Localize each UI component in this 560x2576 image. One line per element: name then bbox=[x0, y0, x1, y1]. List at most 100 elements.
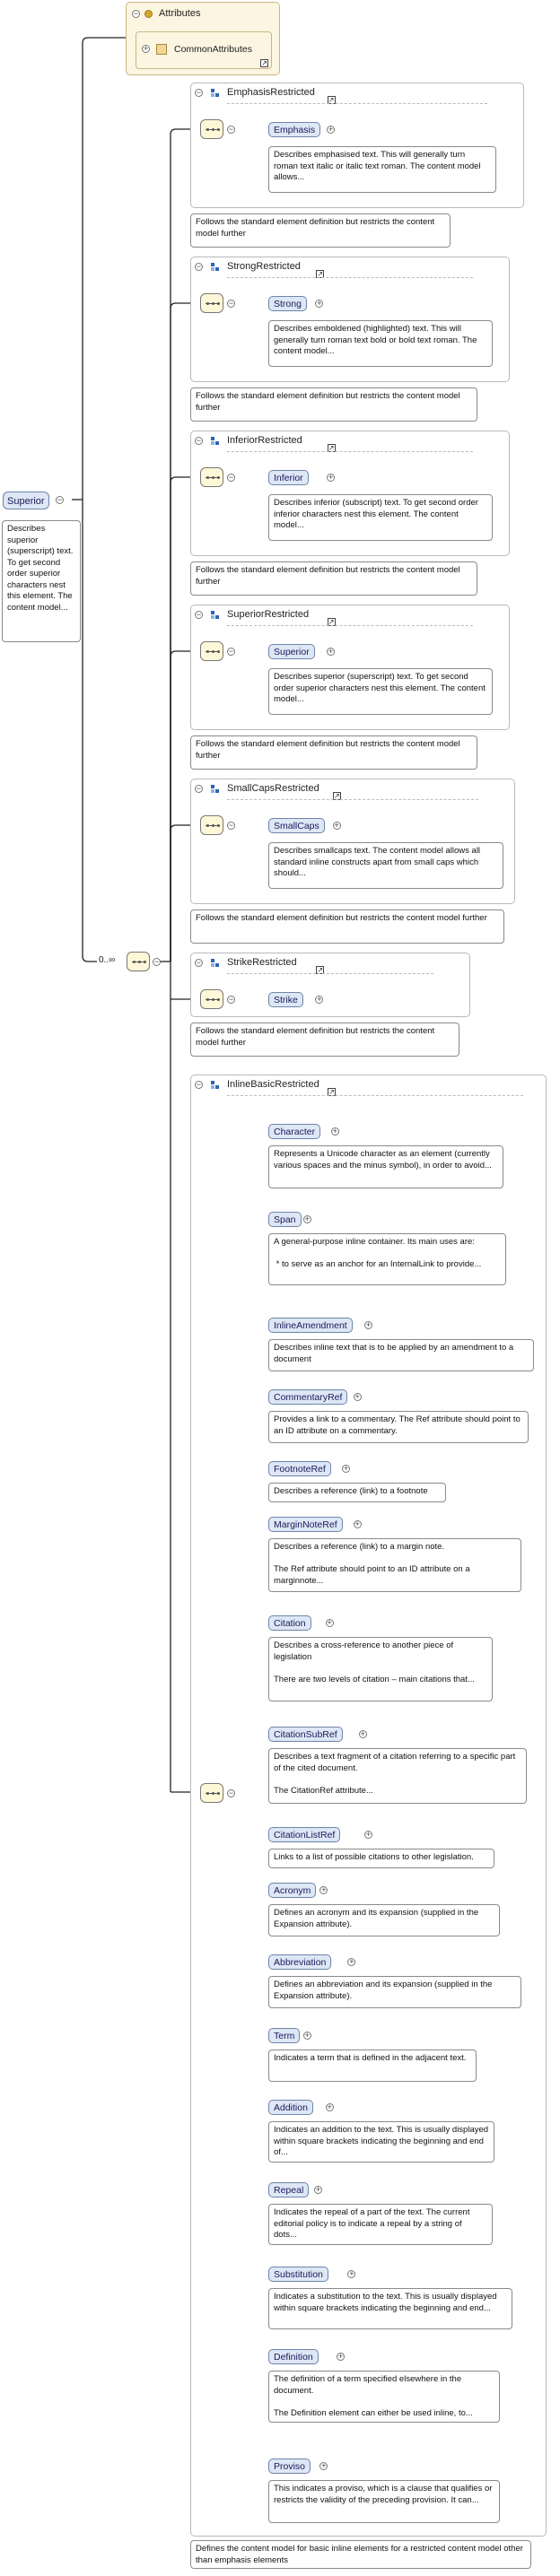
element-commentaryref[interactable]: CommentaryRef bbox=[268, 1389, 348, 1405]
expand-toggle[interactable]: + bbox=[142, 44, 150, 53]
sequence-collapse-toggle[interactable]: − bbox=[227, 647, 235, 656]
choice-connector bbox=[82, 500, 97, 962]
element-expand-toggle[interactable]: + bbox=[364, 1320, 372, 1329]
group-collapse-toggle[interactable]: − bbox=[195, 262, 203, 271]
element-expand-toggle[interactable]: + bbox=[327, 473, 336, 482]
group-collapse-toggle[interactable]: − bbox=[195, 1080, 203, 1089]
collapse-toggle[interactable]: − bbox=[132, 9, 140, 18]
element-citationlistref[interactable]: CitationListRef bbox=[268, 1827, 341, 1842]
group-name: StrikeRestricted bbox=[227, 957, 297, 968]
element-doc: Describes inferior (subscript) text. To … bbox=[268, 494, 493, 541]
element-repeal[interactable]: Repeal bbox=[268, 2182, 310, 2197]
element-doc: The definition of a term specified elsew… bbox=[268, 2371, 500, 2423]
sequence-icon bbox=[200, 467, 223, 487]
sequence-collapse-toggle[interactable]: − bbox=[227, 125, 235, 134]
element-expand-toggle[interactable]: + bbox=[353, 1519, 362, 1528]
element-expand-toggle[interactable]: + bbox=[364, 1830, 372, 1839]
element-expand-toggle[interactable]: + bbox=[315, 995, 324, 1004]
element-expand-toggle[interactable]: + bbox=[337, 2352, 345, 2361]
element-term[interactable]: Term bbox=[268, 2028, 301, 2043]
element-doc: Describes emboldened (highlighted) text.… bbox=[268, 320, 493, 367]
element-character[interactable]: Character bbox=[268, 1124, 321, 1139]
element-expand-toggle[interactable]: + bbox=[347, 2269, 356, 2278]
group-connector bbox=[170, 128, 199, 962]
sequence-collapse-toggle[interactable]: − bbox=[227, 995, 235, 1004]
element-marginnoteref[interactable]: MarginNoteRef bbox=[268, 1517, 343, 1532]
element-smallcaps[interactable]: SmallCaps bbox=[268, 818, 325, 833]
group-collapse-toggle[interactable]: − bbox=[195, 88, 203, 97]
element-footnoteref[interactable]: FootnoteRef bbox=[268, 1461, 331, 1476]
group-doc: Follows the standard element definition … bbox=[190, 735, 477, 770]
group-doc: Defines the content model for basic inli… bbox=[190, 2540, 531, 2569]
element-inlineamendment[interactable]: InlineAmendment bbox=[268, 1318, 353, 1333]
group-icon bbox=[211, 437, 220, 446]
group-superiorrestricted: −SuperiorRestricted↗−Superior+Describes … bbox=[190, 605, 510, 730]
element-expand-toggle[interactable]: + bbox=[319, 1885, 328, 1894]
choice-icon bbox=[200, 1783, 223, 1803]
element-addition[interactable]: Addition bbox=[268, 2100, 313, 2115]
group-collapse-toggle[interactable]: − bbox=[195, 436, 203, 445]
element-expand-toggle[interactable]: + bbox=[332, 821, 341, 830]
choice-collapse-toggle[interactable]: − bbox=[227, 1788, 235, 1797]
element-expand-toggle[interactable]: + bbox=[314, 2185, 323, 2194]
group-collapse-toggle[interactable]: − bbox=[195, 784, 203, 793]
group-inlinebasicrestricted: −InlineBasicRestricted↗−Character+Repres… bbox=[190, 1075, 547, 2537]
group-icon bbox=[211, 959, 220, 968]
element-expand-toggle[interactable]: + bbox=[325, 2102, 334, 2111]
element-strong[interactable]: Strong bbox=[268, 296, 307, 311]
element-citation[interactable]: Citation bbox=[268, 1615, 311, 1631]
group-icon bbox=[211, 1081, 220, 1090]
element-substitution[interactable]: Substitution bbox=[268, 2267, 328, 2282]
group-smallcapsrestricted: −SmallCapsRestricted↗−SmallCaps+Describe… bbox=[190, 779, 515, 904]
attributes-connector bbox=[82, 37, 126, 500]
element-citationsubref[interactable]: CitationSubRef bbox=[268, 1727, 343, 1742]
element-expand-toggle[interactable]: + bbox=[358, 1729, 367, 1738]
element-span[interactable]: Span bbox=[268, 1212, 302, 1227]
element-abbreviation[interactable]: Abbreviation bbox=[268, 1954, 332, 1970]
element-doc: A general-purpose inline container. Its … bbox=[268, 1233, 506, 1285]
sequence-collapse-toggle[interactable]: − bbox=[227, 473, 235, 482]
group-name: StrongRestricted bbox=[227, 261, 301, 272]
element-expand-toggle[interactable]: + bbox=[319, 2461, 328, 2470]
element-expand-toggle[interactable]: + bbox=[353, 1392, 362, 1401]
group-connector bbox=[170, 302, 199, 962]
element-acronym[interactable]: Acronym bbox=[268, 1883, 317, 1898]
element-inferior[interactable]: Inferior bbox=[268, 470, 309, 485]
group-collapse-toggle[interactable]: − bbox=[195, 610, 203, 619]
group-icon bbox=[211, 611, 220, 620]
root-element-superior[interactable]: Superior bbox=[3, 492, 49, 509]
sequence-icon bbox=[200, 293, 223, 313]
group-inferiorrestricted: −InferiorRestricted↗−Inferior+Describes … bbox=[190, 431, 510, 556]
sequence-collapse-toggle[interactable]: − bbox=[227, 821, 235, 830]
element-emphasis[interactable]: Emphasis bbox=[268, 122, 321, 137]
group-icon bbox=[211, 89, 220, 98]
element-proviso[interactable]: Proviso bbox=[268, 2459, 311, 2474]
root-collapse-toggle[interactable]: − bbox=[56, 495, 64, 504]
element-doc: Describes a text fragment of a citation … bbox=[268, 1748, 527, 1804]
element-doc: Describes inline text that is to be appl… bbox=[268, 1339, 534, 1371]
element-expand-toggle[interactable]: + bbox=[302, 2031, 311, 2040]
element-doc: Describes a reference (link) to a footno… bbox=[268, 1483, 446, 1502]
link-arrow-icon[interactable]: ↗ bbox=[260, 59, 268, 67]
element-strike[interactable]: Strike bbox=[268, 992, 303, 1007]
element-expand-toggle[interactable]: + bbox=[342, 1464, 351, 1473]
element-definition[interactable]: Definition bbox=[268, 2349, 319, 2364]
choice-collapse-toggle[interactable]: − bbox=[153, 957, 161, 966]
element-expand-toggle[interactable]: + bbox=[325, 1618, 334, 1627]
element-doc: Indicates the repeal of a part of the te… bbox=[268, 2204, 493, 2245]
element-superior[interactable]: Superior bbox=[268, 644, 315, 659]
element-expand-toggle[interactable]: + bbox=[302, 1214, 311, 1223]
sequence-icon bbox=[200, 119, 223, 139]
element-expand-toggle[interactable]: + bbox=[315, 299, 324, 308]
element-expand-toggle[interactable]: + bbox=[327, 647, 336, 656]
sequence-collapse-toggle[interactable]: − bbox=[227, 299, 235, 308]
element-doc: Describes a reference (link) to a margin… bbox=[268, 1538, 521, 1592]
element-expand-toggle[interactable]: + bbox=[347, 1957, 356, 1966]
common-attributes-box[interactable]: + CommonAttributes ↗ bbox=[136, 31, 272, 69]
element-expand-toggle[interactable]: + bbox=[330, 1127, 339, 1136]
group-collapse-toggle[interactable]: − bbox=[195, 958, 203, 967]
group-connector bbox=[170, 824, 199, 962]
group-icon bbox=[211, 785, 220, 794]
element-expand-toggle[interactable]: + bbox=[327, 125, 336, 134]
